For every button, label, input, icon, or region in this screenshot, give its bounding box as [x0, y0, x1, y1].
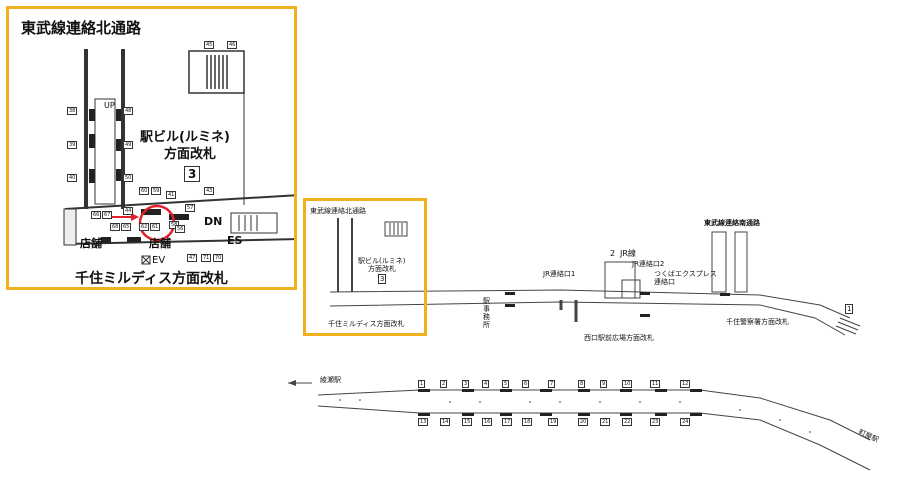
- exit-number: 70: [213, 254, 224, 262]
- platform-car-number: 11: [650, 380, 661, 388]
- exit-number: 59: [151, 187, 162, 195]
- platform-car-number: 20: [578, 418, 589, 426]
- exit-number: 68: [110, 223, 121, 231]
- overview-lumine-gate-line2: 方面改札: [368, 265, 396, 273]
- overview-tsukuba-line1: つくばエクスプレス: [654, 270, 717, 278]
- platform-car-number: 10: [622, 380, 633, 388]
- exit-number: 71: [201, 254, 212, 262]
- platform-car-number: 7: [548, 380, 556, 388]
- platform-car-number: 24: [680, 418, 691, 426]
- exit-number: 40: [67, 174, 78, 182]
- exit-number: 62: [139, 223, 150, 231]
- overview-platform-number: 3: [378, 274, 387, 284]
- overview-lumine-gate-line1: 駅ビル(ルミネ): [358, 257, 406, 265]
- exit-number: 39: [67, 141, 78, 149]
- overview-platform-number-right: 1: [845, 304, 854, 314]
- inset-dn-label: DN: [204, 215, 223, 228]
- inset-ev-label: EV: [152, 255, 166, 266]
- platform-car-number: 18: [522, 418, 533, 426]
- platform-car-number: 23: [650, 418, 661, 426]
- exit-number: 47: [187, 254, 198, 262]
- inset-platform-number: 3: [184, 166, 201, 182]
- exit-number: 56: [175, 225, 186, 233]
- overview-keisatsusho-gate: 千住警察署方面改札: [726, 318, 789, 326]
- platform-car-number: 3: [462, 380, 470, 388]
- exit-number: 61: [150, 223, 161, 231]
- inset-lumine-gate-line1: 駅ビル(ルミネ): [140, 130, 230, 145]
- overview-west-exit-gate: 西口駅前広場方面改札: [584, 334, 654, 342]
- inset-mildis-gate: 千住ミルディス方面改札: [75, 271, 229, 287]
- inset-es-label: ES: [227, 234, 243, 247]
- overview-south-passage: 東武線連絡南通路: [704, 219, 760, 227]
- exit-number: 41: [166, 191, 177, 199]
- overview-north-passage: 東武線連絡北通路: [310, 207, 366, 215]
- platform-car-number: 6: [522, 380, 530, 388]
- platform-car-number: 14: [440, 418, 451, 426]
- inset-locator-box: [303, 198, 427, 336]
- platform-car-number: 13: [418, 418, 429, 426]
- platform-car-number: 9: [600, 380, 608, 388]
- platform-car-number: 15: [462, 418, 473, 426]
- platform-car-number: 22: [622, 418, 633, 426]
- ayase-station-label: 綾瀬駅: [320, 376, 341, 384]
- exit-number: 65: [121, 223, 132, 231]
- inset-lumine-gate-line2: 方面改札: [164, 147, 217, 162]
- inset-shop-2: 店舗: [149, 237, 171, 250]
- inset-up-label: UP: [104, 101, 115, 110]
- exit-number: 66: [91, 211, 102, 219]
- exit-number: 43: [204, 187, 215, 195]
- exit-number: 44: [123, 207, 134, 215]
- overview-station-office: 駅事務所: [483, 297, 490, 329]
- exit-number: 67: [102, 211, 113, 219]
- overview-jr-transfer-2: JR連絡口2: [632, 260, 665, 268]
- exit-number: 57: [185, 204, 196, 212]
- platform-car-number: 2: [440, 380, 448, 388]
- overview-jr-transfer-1: JR連絡口1: [543, 270, 576, 278]
- platform-car-number: 1: [418, 380, 426, 388]
- platform-car-number: 19: [548, 418, 559, 426]
- platform-car-number: 12: [680, 380, 691, 388]
- overview-mildis-gate: 千住ミルディス方面改札: [328, 320, 405, 328]
- exit-number: 50: [123, 174, 134, 182]
- exit-number: 45: [204, 41, 215, 49]
- platform-car-number: 8: [578, 380, 586, 388]
- exit-number: 38: [67, 107, 78, 115]
- platform-car-number: 16: [482, 418, 493, 426]
- exit-number: 49: [123, 141, 134, 149]
- exit-number: 60: [139, 187, 150, 195]
- exit-number: 46: [227, 41, 238, 49]
- platform-car-number: 21: [600, 418, 611, 426]
- platform-car-number: 4: [482, 380, 490, 388]
- overview-jr-line-number: 2: [610, 249, 616, 258]
- overview-tsukuba-line2: 連絡口: [654, 278, 675, 286]
- inset-shop-1: 店舗: [80, 237, 102, 250]
- platform-car-number: 5: [502, 380, 510, 388]
- platform-car-number: 17: [502, 418, 513, 426]
- detail-inset: 東武線連絡北通路 駅ビル(ルミネ) 方面改札 3 UP DN ES 店舗 店舗 …: [6, 6, 297, 290]
- exit-number: 48: [123, 107, 134, 115]
- inset-title: 東武線連絡北通路: [21, 19, 142, 37]
- overview-jr-line: JR線: [620, 249, 636, 258]
